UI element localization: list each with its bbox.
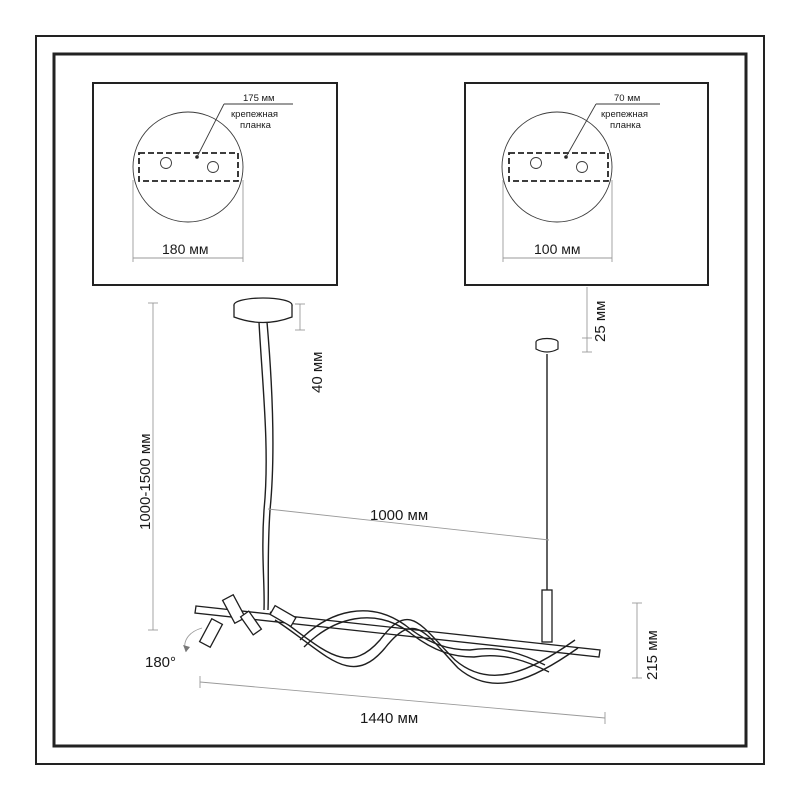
spotlight-1: [221, 593, 247, 625]
right-detail-panel: [464, 82, 709, 286]
suspension-height-label: 1000-1500 мм: [137, 433, 154, 530]
main-tube: [194, 605, 601, 658]
spotlight-4: [269, 604, 297, 628]
left-diameter-label: 180 мм: [162, 241, 209, 257]
left-plate-label-line1: крепежная: [231, 109, 278, 120]
left-leader-line: [196, 103, 225, 158]
right-plate-hole-2: [576, 161, 588, 173]
canopy-spacing-dim-line: [267, 508, 550, 541]
right-canopy-height-label: 25 мм: [592, 301, 609, 342]
right-mounting-plate: [508, 152, 609, 182]
left-canopy-body: [233, 305, 293, 324]
left-canopy-height-label: 40 мм: [309, 352, 326, 393]
left-plate-hole-1: [160, 157, 172, 169]
right-plate-hole-1: [530, 157, 542, 169]
left-canopy: [233, 297, 293, 324]
right-leader-line: [565, 103, 597, 158]
left-suspension-cable-1: [258, 321, 267, 611]
right-rod-bracket: [541, 589, 553, 643]
rotation-arrow: [183, 645, 190, 652]
outer-frame: [35, 35, 765, 765]
right-plate-label-line2: планка: [610, 120, 642, 131]
fixture-height-label: 215 мм: [644, 630, 661, 680]
left-suspension-cable-2: [266, 321, 274, 611]
left-plate-width-label: 175 мм: [243, 93, 275, 104]
total-length-label: 1440 мм: [360, 710, 418, 727]
inner-frame: [52, 52, 748, 748]
total-length-dim-line: [199, 681, 606, 719]
twisted-band-2: [274, 619, 579, 684]
right-canopy: [535, 337, 559, 353]
twisted-band-4: [303, 617, 550, 673]
left-mounting-plate: [138, 152, 239, 182]
left-detail-panel: [92, 82, 338, 286]
spotlight-3: [239, 610, 263, 636]
left-canopy-detail: 175 мм крепежная планка 180 мм: [92, 82, 338, 286]
right-canopy-body: [535, 342, 559, 353]
spotlight-2: [198, 617, 224, 649]
right-plate-width-label: 70 мм: [614, 93, 640, 104]
right-canopy-circle: [501, 111, 613, 223]
right-diameter-label: 100 мм: [534, 241, 581, 257]
rotation-label: 180°: [145, 654, 176, 671]
left-canopy-circle: [132, 111, 244, 223]
right-canopy-detail: 70 мм крепежная планка 100 мм: [464, 82, 709, 286]
left-plate-hole-2: [207, 161, 219, 173]
twisted-band-3: [299, 610, 546, 666]
twisted-band-1: [269, 611, 576, 676]
right-plate-label-line1: крепежная: [601, 109, 648, 120]
canopy-spacing-label: 1000 мм: [370, 507, 428, 524]
left-plate-label-line2: планка: [240, 120, 272, 131]
